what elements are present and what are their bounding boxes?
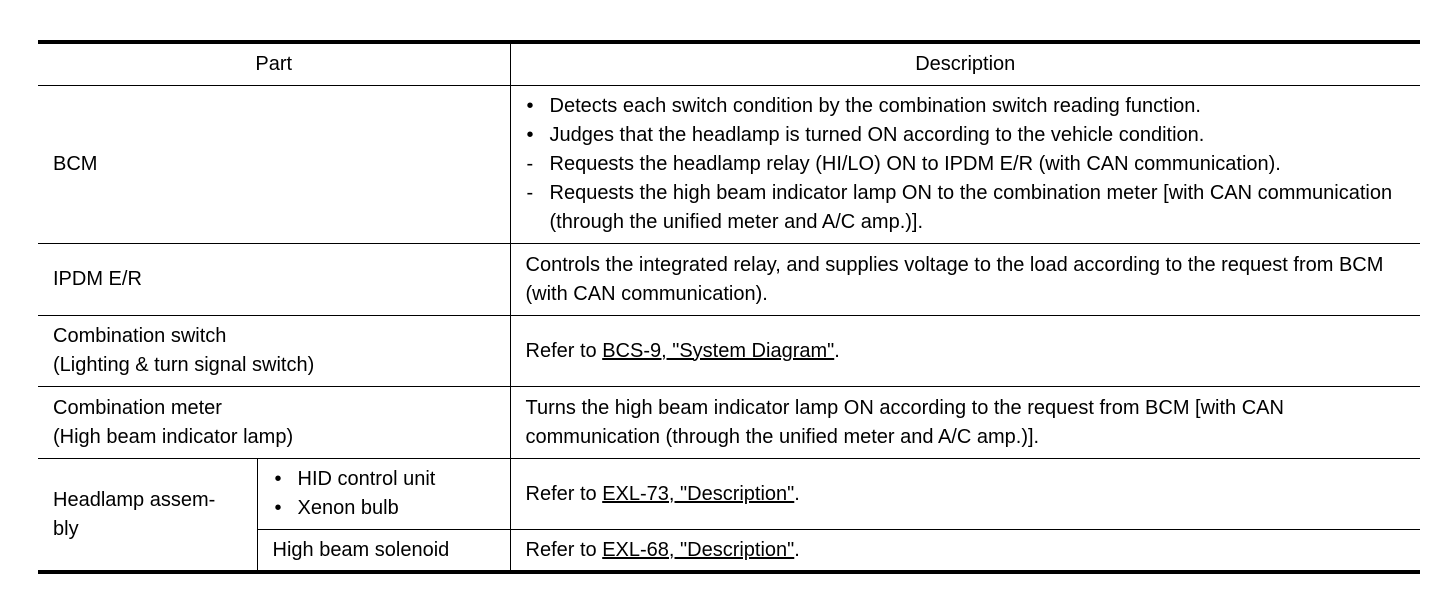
dash-marker: - <box>526 153 534 175</box>
reference-link-exl-73[interactable]: EXL-73, "Description" <box>602 482 795 505</box>
list-item-text: Requests the high beam indicator lamp ON… <box>549 182 1393 233</box>
description-hid: Refer to EXL-73, "Description". <box>509 458 1420 530</box>
bullet-marker: • <box>274 497 282 519</box>
list-item-text: Xenon bulb <box>297 497 399 519</box>
list-item-text: HID control unit <box>297 468 436 490</box>
bullet-marker: • <box>526 124 534 146</box>
subpart-hid: • HID control unit • Xenon bulb <box>256 458 511 530</box>
part-combination-meter: Combination meter (High beam indicator l… <box>38 386 511 459</box>
list-item-text: Requests the headlamp relay (HI/LO) ON t… <box>549 153 1281 175</box>
header-row: Part Description <box>38 41 1420 86</box>
description-high-beam-solenoid: Refer to EXL-68, "Description". <box>509 529 1420 573</box>
part-subname: (High beam indicator lamp) <box>53 425 294 448</box>
list-item-text: Detects each switch condition by the com… <box>549 95 1201 117</box>
hid-component-list: • HID control unit • Xenon bulb <box>273 465 496 523</box>
part-headlamp-assembly: Headlamp assem- bly <box>38 458 258 573</box>
list-item-text: Judges that the headlamp is turned ON ac… <box>549 124 1205 146</box>
header-description: Description <box>509 41 1420 86</box>
list-item: -Requests the high beam indicator lamp O… <box>525 179 1407 237</box>
reference-link-bcs-9[interactable]: BCS-9, "System Diagram" <box>602 339 835 362</box>
part-subname: (Lighting & turn signal switch) <box>53 354 315 376</box>
table-row-ipdm: IPDM E/R Controls the integrated relay, … <box>38 243 1420 316</box>
table-row-headlamp-hid: Headlamp assem- bly • HID control unit • X… <box>38 458 1420 573</box>
part-bcm: BCM <box>38 85 511 244</box>
bullet-marker: • <box>274 468 282 490</box>
part-combination-switch: Combination switch (Lighting & turn sign… <box>38 315 511 387</box>
table-row-combination-meter: Combination meter (High beam indicator l… <box>38 386 1420 459</box>
table-row-high-beam-solenoid: High beam solenoid Refer to EXL-68, "Des… <box>38 529 1420 573</box>
list-item: -Requests the headlamp relay (HI/LO) ON … <box>525 150 1407 179</box>
description-combination-meter: Turns the high beam indicator lamp ON ac… <box>509 386 1420 459</box>
description-bcm: • Detects each switch condition by the co… <box>509 85 1420 244</box>
description-ipdm: Controls the integrated relay, and suppl… <box>509 243 1420 316</box>
part-name: Combination switch <box>53 325 227 347</box>
bullet-marker: • <box>526 95 534 117</box>
parts-description-table: Part Description BCM • Detects each switc… <box>38 40 1420 574</box>
list-item: • Judges that the headlamp is turned ON a… <box>525 121 1407 150</box>
header-part: Part <box>38 41 511 86</box>
list-item: • Detects each switch condition by the co… <box>525 92 1407 121</box>
refer-prefix: Refer to <box>525 538 603 561</box>
bcm-function-list: • Detects each switch condition by the co… <box>525 92 1407 237</box>
refer-prefix: Refer to <box>525 482 603 505</box>
table-row-bcm: BCM • Detects each switch condition by th… <box>38 85 1420 244</box>
dash-marker: - <box>526 182 534 204</box>
part-name: Combination meter <box>53 396 222 419</box>
refer-suffix: . <box>794 482 800 505</box>
refer-suffix: . <box>834 339 840 362</box>
part-name: Headlamp assem- <box>53 488 216 511</box>
table-row-combination-switch: Combination switch (Lighting & turn sign… <box>38 315 1420 387</box>
part-ipdm: IPDM E/R <box>38 243 511 316</box>
description-combination-switch: Refer to BCS-9, "System Diagram". <box>509 315 1420 387</box>
subpart-high-beam-solenoid: High beam solenoid <box>257 529 511 573</box>
list-item: • HID control unit <box>273 465 496 494</box>
refer-suffix: . <box>794 538 800 561</box>
list-item: • Xenon bulb <box>273 494 496 523</box>
reference-link-exl-68[interactable]: EXL-68, "Description" <box>602 538 795 561</box>
part-name-continued: bly <box>53 517 79 540</box>
refer-prefix: Refer to <box>525 339 603 362</box>
